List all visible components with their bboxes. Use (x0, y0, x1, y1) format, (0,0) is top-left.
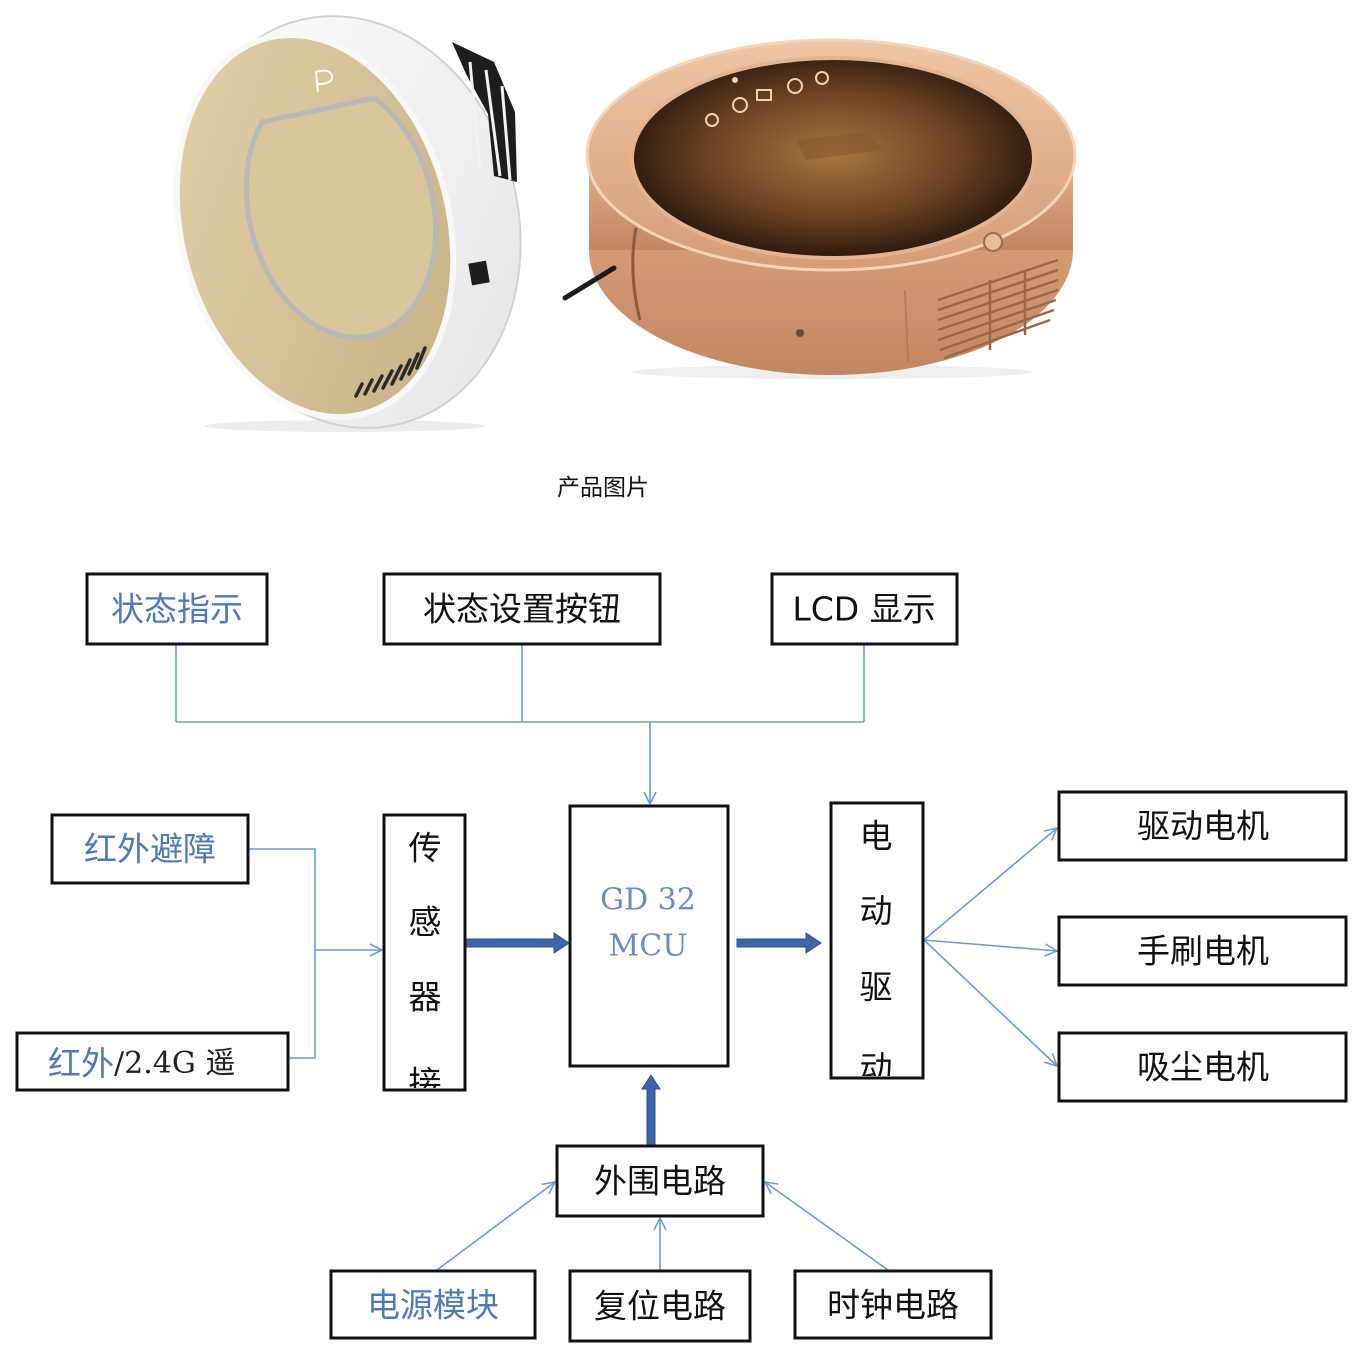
peripheral-circuit-label: 外围电路 (594, 1162, 726, 1201)
clock-circuit-box: 时钟电路 (793, 1269, 993, 1340)
robot-power-button (983, 232, 1003, 252)
motor-driver-char: 动 (860, 892, 893, 931)
driver-to-drive-motor-arrow (923, 828, 1057, 941)
motor-driver-char: 驱 (860, 968, 893, 1007)
power-module-label: 电源模块 (367, 1286, 499, 1325)
lcd-display-box: LCD 显示 (770, 572, 959, 646)
sensor-interface-char: 感 (409, 903, 442, 942)
status-indicator-box: 状态指示 (85, 572, 269, 646)
sensor-interface-char: 接 (409, 1064, 442, 1103)
lcd-display-label: LCD 显示 (792, 590, 935, 629)
mcu-box: GD 32 MCU (568, 804, 730, 1068)
drive-motor-label: 驱动电机 (1137, 807, 1269, 846)
brush-motor-box: 手刷电机 (1057, 915, 1348, 987)
peripheral-to-mcu-thick-arrow (641, 1074, 661, 1147)
ir-remote-label-band: /2.4G 遥 (114, 1046, 235, 1081)
ir-obstacle-label: 红外避障 (84, 830, 216, 869)
suction-motor-label: 吸尘电机 (1137, 1048, 1269, 1087)
robot-dark-dome (630, 56, 1036, 260)
robot-side-port (468, 260, 490, 286)
top-inputs-connector (175, 645, 865, 804)
mcu-model-label: GD 32 (600, 883, 696, 918)
motor-driver-box: 电 动 驱 动 (829, 801, 925, 1088)
robot-vacuum-copper-image (562, 38, 1077, 379)
robot-side-vents (937, 258, 1059, 360)
ir-inputs-connector (249, 848, 382, 1059)
suction-motor-box: 吸尘电机 (1057, 1031, 1348, 1103)
driver-to-motors-connector (923, 828, 1057, 1066)
brush-motor-label: 手刷电机 (1137, 932, 1269, 971)
sensor-to-mcu-thick-arrow (464, 932, 570, 954)
status-buttons-label: 状态设置按钮 (423, 590, 621, 629)
robot-side-vent-black (452, 42, 517, 182)
robot-inner-ring (243, 95, 439, 340)
robot-bumper-gap (631, 227, 642, 321)
sensor-interface-box: 传 感 器 接 (382, 813, 467, 1103)
ir-remote-label-ir: 红外 (48, 1044, 114, 1083)
motor-driver-char: 动 (860, 1049, 893, 1088)
ir-remote-label: 红外/2.4G 遥 (48, 1044, 235, 1083)
motor-driver-char: 电 (860, 817, 893, 856)
robot-control-icons (705, 71, 829, 127)
status-buttons-box: 状态设置按钮 (382, 572, 662, 646)
product-image-caption: 产品图片 (557, 475, 649, 501)
robot-side-brush (562, 265, 617, 301)
mcu-to-driver-thick-arrow (736, 932, 822, 954)
robot-vacuum-white-gold-image (173, 15, 522, 432)
driver-to-suction-motor-arrow (923, 939, 1057, 1066)
sensor-interface-char: 器 (409, 978, 442, 1017)
peripheral-circuit-box: 外围电路 (555, 1144, 765, 1218)
clock-circuit-label: 时钟电路 (827, 1286, 959, 1325)
robot-bottom-vents (354, 346, 427, 398)
ir-obstacle-box: 红外避障 (50, 813, 250, 885)
peripheral-inputs-connector (436, 1182, 889, 1271)
status-indicator-label: 状态指示 (111, 590, 243, 629)
driver-to-brush-motor-arrow (923, 939, 1057, 951)
ir-remote-box: 红外/2.4G 遥 (15, 1031, 290, 1092)
robot-side-vent-stripes (468, 61, 512, 181)
power-to-peripheral-arrow (436, 1182, 555, 1271)
robot-logo-mark (314, 69, 334, 93)
clock-to-peripheral-arrow (765, 1182, 889, 1271)
robot-dome-highlight (796, 132, 882, 160)
drive-motor-box: 驱动电机 (1057, 790, 1348, 862)
reset-circuit-label: 复位电路 (594, 1287, 726, 1326)
reset-circuit-box: 复位电路 (568, 1269, 752, 1343)
robot-front-seam (904, 289, 909, 363)
robot-front-indicator (796, 329, 804, 337)
power-module-box: 电源模块 (329, 1269, 537, 1340)
sensor-interface-char: 传 (409, 829, 442, 868)
mcu-type-label: MCU (609, 929, 688, 964)
